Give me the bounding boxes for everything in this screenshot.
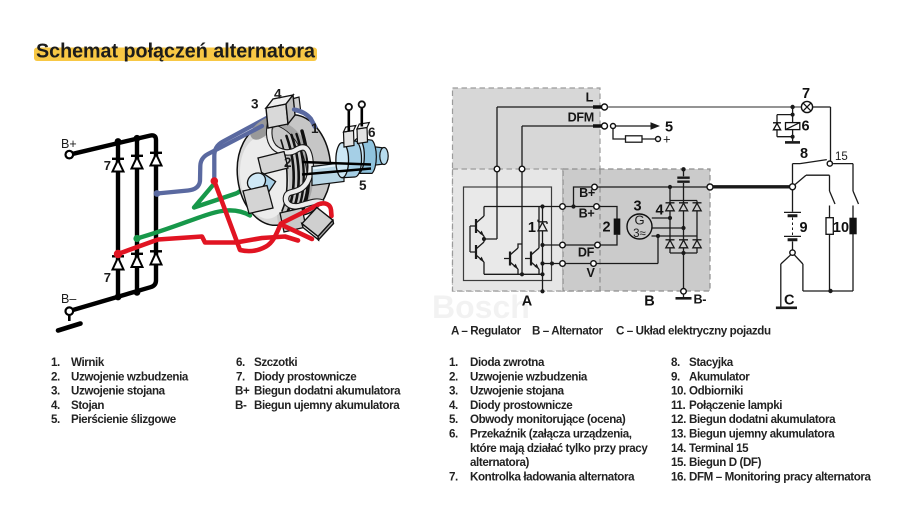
svg-text:6.: 6. (236, 356, 245, 369)
svg-text:B+: B+ (579, 186, 595, 200)
svg-text:Biegun D (DF): Biegun D (DF) (689, 456, 762, 469)
svg-text:Biegun dodatni akumulatora: Biegun dodatni akumulatora (254, 385, 401, 398)
svg-text:1.: 1. (449, 356, 458, 369)
svg-text:Uzwojenie stojana: Uzwojenie stojana (71, 385, 166, 398)
svg-text:Uzwojenie wzbudzenia: Uzwojenie wzbudzenia (470, 370, 588, 383)
svg-text:Stacyjka: Stacyjka (689, 356, 734, 369)
svg-text:16.: 16. (671, 470, 686, 483)
svg-text:7: 7 (802, 86, 810, 102)
svg-text:5: 5 (665, 120, 673, 136)
svg-text:Stojan: Stojan (71, 399, 104, 412)
svg-text:B-: B- (694, 293, 707, 307)
svg-text:15.: 15. (671, 456, 686, 469)
svg-text:B+: B+ (235, 385, 250, 398)
svg-text:5: 5 (359, 178, 367, 193)
svg-text:6: 6 (368, 125, 376, 140)
svg-text:Diody prostownicze: Diody prostownicze (254, 370, 357, 383)
svg-text:3≈: 3≈ (633, 228, 646, 240)
svg-text:B–: B– (61, 292, 76, 306)
svg-text:DF: DF (578, 246, 595, 260)
svg-text:B-: B- (235, 399, 247, 412)
svg-text:12.: 12. (671, 413, 686, 426)
svg-text:15: 15 (835, 151, 848, 163)
svg-text:C: C (784, 293, 795, 309)
svg-text:+: + (663, 132, 671, 147)
svg-text:B+: B+ (61, 137, 77, 151)
svg-text:Odbiorniki: Odbiorniki (689, 385, 743, 398)
svg-text:11.: 11. (671, 399, 685, 412)
svg-text:8: 8 (800, 146, 808, 162)
svg-text:Dioda zwrotna: Dioda zwrotna (470, 356, 545, 369)
svg-text:A – Regulator: A – Regulator (451, 325, 522, 338)
svg-text:5.: 5. (449, 413, 458, 426)
svg-text:Uzwojenie wzbudzenia: Uzwojenie wzbudzenia (71, 370, 189, 383)
svg-text:Wirnik: Wirnik (71, 356, 105, 369)
svg-text:9: 9 (799, 220, 807, 236)
svg-text:Uzwojenie stojana: Uzwojenie stojana (470, 385, 565, 398)
svg-text:1.: 1. (51, 356, 60, 369)
svg-text:5.: 5. (51, 413, 60, 426)
svg-text:3: 3 (251, 97, 259, 112)
svg-text:3: 3 (633, 199, 641, 215)
svg-text:7.: 7. (236, 370, 245, 383)
svg-text:4.: 4. (51, 399, 60, 412)
svg-text:10.: 10. (671, 385, 686, 398)
svg-text:6: 6 (802, 119, 810, 135)
svg-text:4.: 4. (449, 399, 458, 412)
svg-text:4: 4 (274, 87, 282, 102)
svg-text:4: 4 (655, 203, 663, 219)
svg-text:alternatora): alternatora) (470, 456, 530, 469)
svg-text:L: L (586, 91, 594, 105)
svg-text:Bosch: Bosch (432, 289, 530, 325)
svg-text:które mają działać tylko przy: które mają działać tylko przy pracy (470, 442, 648, 455)
svg-text:7.: 7. (449, 470, 458, 483)
svg-text:Szczotki: Szczotki (254, 356, 297, 369)
svg-text:Akumulator: Akumulator (689, 370, 750, 383)
svg-text:3.: 3. (449, 385, 458, 398)
svg-text:Diody prostownicze: Diody prostownicze (470, 399, 573, 412)
svg-text:6.: 6. (449, 428, 458, 441)
svg-text:3.: 3. (51, 385, 60, 398)
svg-text:14.: 14. (671, 442, 686, 455)
svg-text:7: 7 (104, 158, 111, 173)
svg-text:DFM: DFM (568, 110, 594, 124)
svg-text:Kontrolka ładowania alternator: Kontrolka ładowania alternatora (470, 470, 635, 483)
svg-text:2: 2 (284, 155, 292, 170)
svg-text:7: 7 (104, 270, 111, 285)
svg-text:Obwody monitorujące (ocena): Obwody monitorujące (ocena) (470, 413, 626, 426)
svg-text:V: V (586, 266, 595, 280)
svg-text:B+: B+ (579, 207, 595, 221)
svg-text:13.: 13. (671, 428, 686, 441)
svg-text:B – Alternator: B – Alternator (532, 325, 604, 338)
svg-text:Biegun dodatni akumulatora: Biegun dodatni akumulatora (689, 413, 836, 426)
svg-text:A: A (522, 294, 533, 310)
svg-text:C – Układ elektryczny pojazdu: C – Układ elektryczny pojazdu (616, 325, 771, 338)
svg-text:G: G (634, 213, 644, 228)
svg-text:Schemat połączeń alternatora: Schemat połączeń alternatora (36, 41, 316, 63)
svg-text:Biegun ujemny akumulatora: Biegun ujemny akumulatora (254, 399, 400, 412)
svg-text:9.: 9. (671, 370, 680, 383)
svg-text:2: 2 (602, 220, 610, 236)
svg-text:1: 1 (528, 220, 536, 236)
svg-text:Terminal 15: Terminal 15 (689, 442, 749, 455)
svg-text:10: 10 (833, 220, 849, 236)
svg-text:2.: 2. (51, 370, 60, 383)
svg-text:Biegun ujemny akumulatora: Biegun ujemny akumulatora (689, 428, 835, 441)
svg-text:8.: 8. (671, 356, 680, 369)
svg-text:Przekaźnik (załącza urządzenia: Przekaźnik (załącza urządzenia, (470, 428, 632, 441)
svg-text:Pierścienie ślizgowe: Pierścienie ślizgowe (71, 413, 177, 426)
svg-text:1: 1 (311, 121, 319, 136)
svg-text:2.: 2. (449, 370, 458, 383)
svg-text:B: B (644, 294, 654, 310)
svg-text:DFM – Monitoring pracy alterna: DFM – Monitoring pracy alternatora (689, 470, 872, 483)
svg-text:Połączenie lampki: Połączenie lampki (689, 399, 782, 412)
